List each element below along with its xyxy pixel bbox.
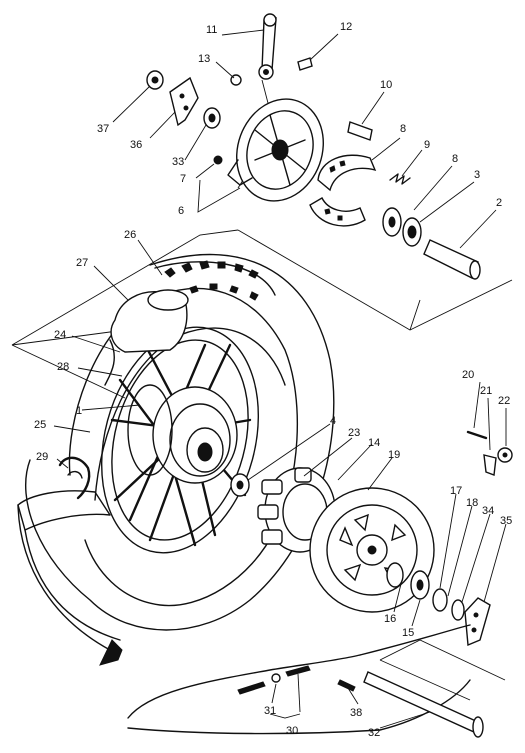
- callout-22: 22: [498, 395, 510, 407]
- callout-15: 15: [402, 627, 414, 639]
- callout-14: 14: [368, 437, 380, 449]
- callout-29: 29: [36, 451, 48, 463]
- callout-1: 1: [76, 405, 82, 417]
- chain-adjuster-bolt: [466, 430, 513, 476]
- cotter-pin: [99, 639, 123, 666]
- callout-8-top: 8: [400, 123, 406, 135]
- callout-2: 2: [496, 197, 502, 209]
- callout-6: 6: [178, 205, 184, 217]
- callout-16: 16: [384, 613, 396, 625]
- callout-35: 35: [500, 515, 512, 527]
- callout-7: 7: [180, 173, 186, 185]
- right-side-bearings: [386, 562, 465, 621]
- rear-axle: [337, 671, 484, 738]
- callout-labels: 11 12 13 10 37 36 8 9 33 8 7 3 2 6 26 27…: [34, 21, 512, 739]
- callout-28: 28: [57, 361, 69, 373]
- callout-17: 17: [450, 485, 462, 497]
- callout-31: 31: [264, 705, 276, 717]
- brake-panel: [227, 98, 324, 202]
- callout-38: 38: [350, 707, 362, 719]
- callout-32: 32: [368, 727, 380, 739]
- callout-30: 30: [286, 725, 298, 737]
- brake-cam: [347, 121, 373, 141]
- callout-3: 3: [474, 169, 480, 181]
- callout-12: 12: [340, 21, 352, 33]
- callout-20: 20: [462, 369, 474, 381]
- callout-34: 34: [482, 505, 494, 517]
- bearing-and-spacer: [382, 207, 481, 280]
- rim-band: [17, 490, 121, 651]
- callout-27: 27: [76, 257, 88, 269]
- rim: [100, 326, 260, 554]
- top-small-parts: [146, 57, 313, 165]
- callout-9: 9: [424, 139, 430, 151]
- callout-18: 18: [466, 497, 478, 509]
- callout-24: 24: [54, 329, 66, 341]
- camshaft-lever: [258, 13, 277, 80]
- callout-8b: 8: [452, 153, 458, 165]
- callout-11: 11: [206, 24, 217, 36]
- chain-adjuster-plate: [464, 597, 491, 647]
- damper-bearing-4: [230, 473, 250, 497]
- callout-4: 4: [330, 415, 336, 427]
- callout-19: 19: [388, 449, 400, 461]
- callout-21: 21: [480, 385, 492, 397]
- brake-shoes: [309, 154, 377, 227]
- callout-23: 23: [348, 427, 360, 439]
- wheel-hub: [127, 384, 238, 484]
- inner-tube: [104, 289, 189, 386]
- callout-36: 36: [130, 139, 142, 151]
- callout-33: 33: [172, 156, 184, 168]
- drive-chain: [127, 624, 471, 735]
- leader-lines: [53, 29, 507, 729]
- callout-26: 26: [124, 229, 136, 241]
- chain-joint: [237, 665, 311, 695]
- callout-37: 37: [97, 123, 109, 135]
- callout-13: 13: [198, 53, 210, 65]
- rim-lock: [58, 456, 91, 500]
- brake-spring: [389, 173, 411, 185]
- callout-10: 10: [380, 79, 392, 91]
- callout-25: 25: [34, 419, 46, 431]
